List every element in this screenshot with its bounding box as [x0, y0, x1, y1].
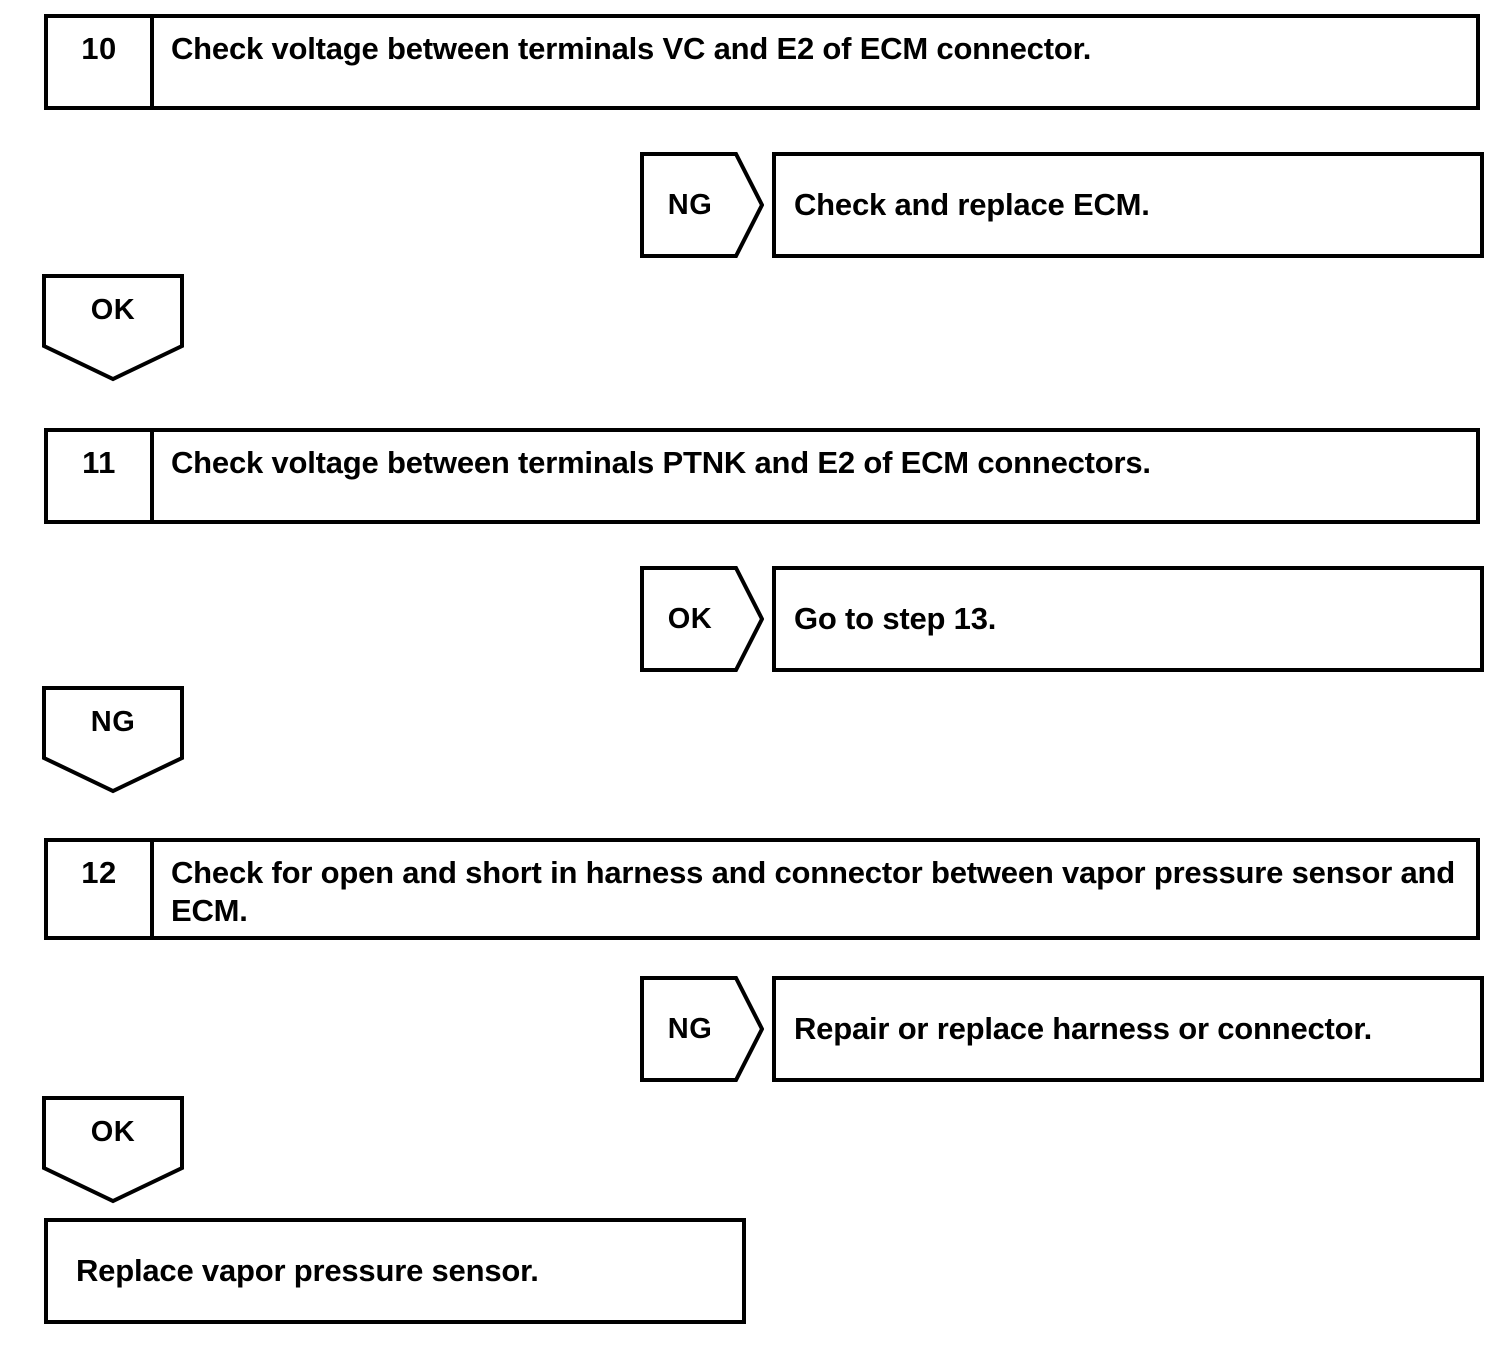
- result-text: Replace vapor pressure sensor.: [76, 1253, 539, 1288]
- branch-result-text: Check and replace ECM.: [794, 187, 1150, 222]
- step-number: 12: [48, 842, 154, 936]
- branch-result-text: Repair or replace harness or connector.: [794, 1011, 1372, 1046]
- branch-ok-go-to-step-13: OK Go to step 13.: [640, 566, 1484, 672]
- step-number: 10: [48, 18, 154, 106]
- step-description: Check voltage between terminals PTNK and…: [171, 445, 1151, 480]
- step-box-10: 10 Check voltage between terminals VC an…: [44, 14, 1480, 110]
- connector-label: NG: [90, 705, 136, 738]
- step-number: 11: [48, 432, 154, 520]
- step-description: Check voltage between terminals VC and E…: [171, 31, 1092, 66]
- connector-ng-down-icon: NG: [42, 686, 184, 794]
- branch-ng-check-replace-ecm: NG Check and replace ECM.: [640, 152, 1484, 258]
- connector-label: OK: [90, 1115, 136, 1148]
- connector-ok-down-icon: OK: [42, 274, 184, 382]
- branch-ng-repair-replace-harness: NG Repair or replace harness or connecto…: [640, 976, 1484, 1082]
- branch-arrow-ng-icon: NG: [640, 976, 764, 1082]
- branch-arrow-label: OK: [667, 602, 713, 635]
- branch-arrow-ng-icon: NG: [640, 152, 764, 258]
- branch-arrow-label: NG: [667, 1012, 713, 1045]
- branch-result-box: Check and replace ECM.: [772, 152, 1484, 258]
- step-box-12: 12 Check for open and short in harness a…: [44, 838, 1480, 940]
- branch-result-text: Go to step 13.: [794, 601, 997, 636]
- branch-arrow-label: NG: [667, 188, 713, 221]
- branch-result-box: Repair or replace harness or connector.: [772, 976, 1484, 1082]
- step-box-11: 11 Check voltage between terminals PTNK …: [44, 428, 1480, 524]
- result-box-replace-vapor-pressure-sensor: Replace vapor pressure sensor.: [44, 1218, 746, 1324]
- branch-arrow-ok-icon: OK: [640, 566, 764, 672]
- connector-ok-down-icon: OK: [42, 1096, 184, 1204]
- branch-result-box: Go to step 13.: [772, 566, 1484, 672]
- step-description: Check for open and short in harness and …: [171, 855, 1455, 928]
- connector-label: OK: [90, 293, 136, 326]
